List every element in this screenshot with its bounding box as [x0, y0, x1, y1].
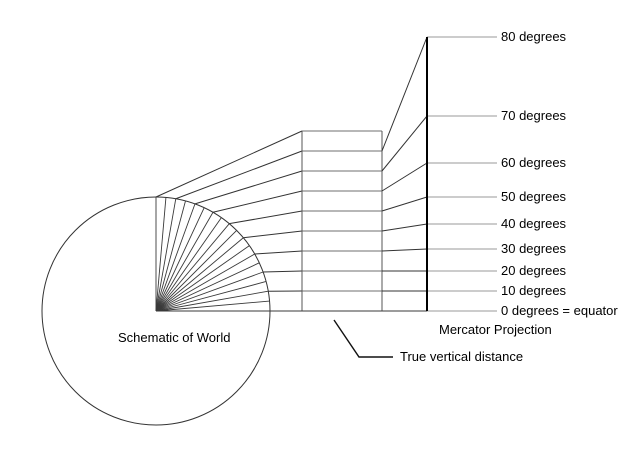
latitude-ray [155, 212, 214, 312]
label-leader-lines [427, 36, 497, 292]
latitude-fan [155, 197, 270, 312]
latitude-label-30: 30 degrees [501, 241, 567, 256]
latitude-ray [155, 245, 250, 312]
ruler-to-mercator-lines [381, 36, 428, 292]
mercator-projection-caption: Mercator Projection [439, 322, 552, 337]
latitude-label-50: 50 degrees [501, 189, 567, 204]
mercator-transition-line [381, 223, 428, 232]
latitude-ray [155, 200, 186, 312]
latitude-ray [155, 271, 264, 312]
latitude-ray [155, 217, 222, 312]
latitude-ray [155, 300, 270, 312]
latitude-extension-line [155, 130, 303, 198]
latitude-extension-line [229, 210, 303, 225]
latitude-extension-line [175, 150, 303, 200]
latitude-extension-line [212, 190, 303, 213]
pointer-line [333, 319, 393, 358]
latitude-label-60: 60 degrees [501, 155, 567, 170]
ruler-verticals [301, 131, 383, 311]
latitude-extension-line [263, 270, 303, 273]
latitude-ray [155, 223, 230, 312]
true-vertical-distance-caption: True vertical distance [400, 349, 524, 364]
latitude-ray [155, 253, 255, 312]
mercator-transition-line [381, 162, 428, 192]
globe-to-ruler-lines [155, 130, 303, 292]
latitude-ray [155, 203, 196, 312]
latitude-ray [155, 198, 177, 312]
mercator-transition-line [381, 248, 428, 252]
latitude-ray [155, 197, 167, 312]
latitude-ray [155, 230, 237, 312]
latitude-label-10: 10 degrees [501, 283, 567, 298]
latitude-ray [155, 290, 269, 312]
mercator-transition-line [381, 115, 428, 172]
latitude-ray [155, 262, 260, 312]
latitude-extension-line [254, 250, 303, 255]
schematic-of-world-caption: Schematic of World [118, 330, 231, 345]
latitude-label-20: 20 degrees [501, 263, 567, 278]
mercator-transition-line [381, 36, 428, 152]
latitude-label-0: 0 degrees = equator [501, 303, 618, 318]
latitude-label-40: 40 degrees [501, 216, 567, 231]
latitude-ray [155, 207, 205, 312]
mercator-transition-line [381, 196, 428, 212]
latitude-label-70: 70 degrees [501, 108, 567, 123]
latitude-ray [155, 281, 267, 312]
latitude-extension-line [243, 230, 303, 239]
latitude-ray [155, 237, 244, 312]
latitude-extension-line [194, 170, 303, 205]
latitude-label-80: 80 degrees [501, 29, 567, 44]
true-distance-ruler-lines [302, 130, 382, 292]
